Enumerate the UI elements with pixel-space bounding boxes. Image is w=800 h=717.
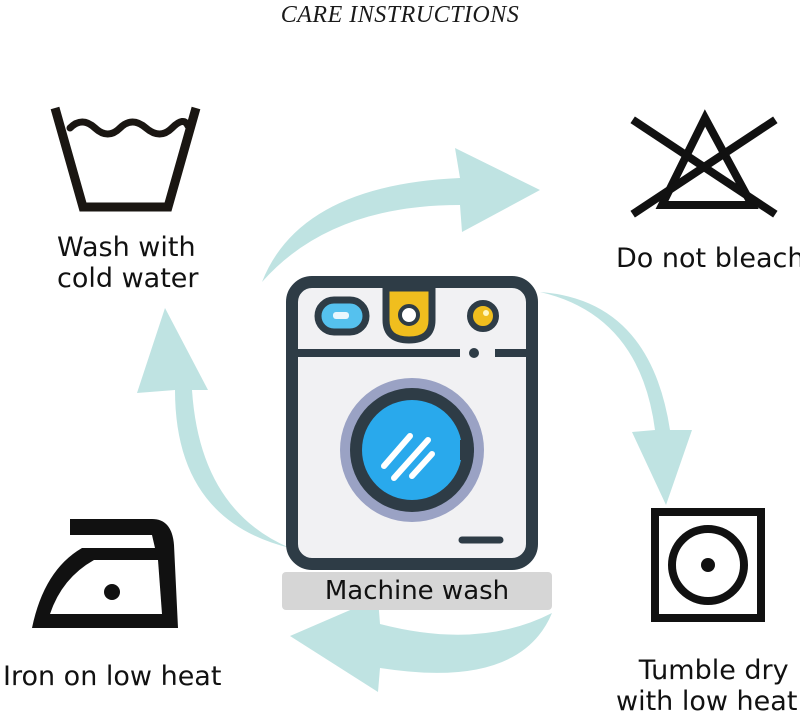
arrow-bottom-icon xyxy=(290,598,552,692)
page-title: CARE INSTRUCTIONS xyxy=(280,2,520,28)
arrow-left-icon xyxy=(137,308,290,548)
tumble-label: Tumble dry with low heat xyxy=(616,655,797,717)
arrow-top-icon xyxy=(262,148,540,282)
bleach-label: Do not bleach xyxy=(616,243,800,274)
arrow-right-icon xyxy=(540,292,692,505)
iron-label: Iron on low heat xyxy=(3,661,222,692)
wash-label-line2: cold water xyxy=(57,263,199,294)
tumble-label-line1: Tumble dry xyxy=(638,655,789,686)
tumble-label-line2: with low heat xyxy=(616,686,798,717)
wash-label-line1: Wash with xyxy=(57,232,196,263)
wash-label: Wash with cold water xyxy=(57,232,199,294)
machine-wash-label: Machine wash xyxy=(282,572,552,610)
